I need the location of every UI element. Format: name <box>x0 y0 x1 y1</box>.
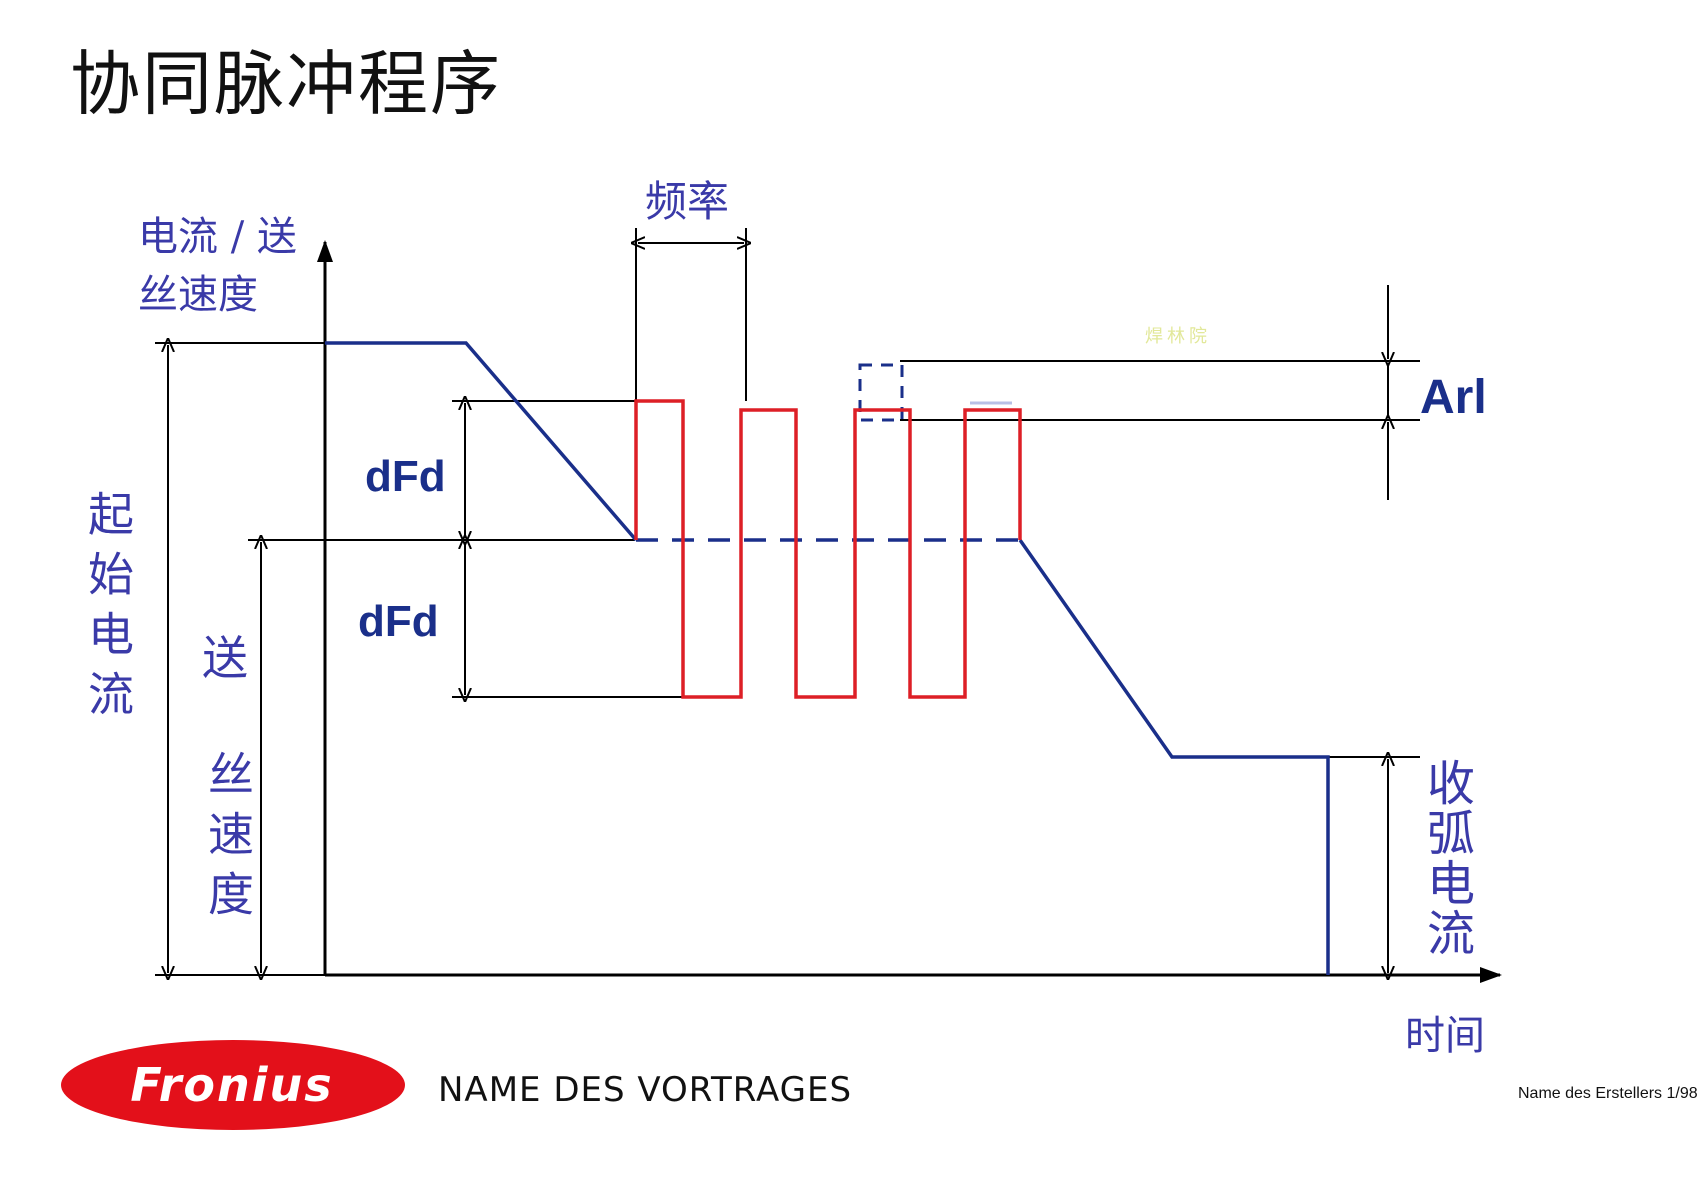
y-axis-label: 电流 / 送 丝速度 <box>138 208 297 324</box>
page-title: 协同脉冲程序 <box>70 43 502 125</box>
y-axis-label-line-1: 电流 / 送 <box>138 214 297 260</box>
fronius-logo: Fronius <box>61 1040 405 1130</box>
end-current-label: 收弧电流 <box>1418 758 1474 958</box>
page-info: Name des Erstellers 1/98 <box>1518 1085 1698 1102</box>
wire-speed-label-b: 丝速度 <box>201 750 255 930</box>
y-axis-label-line-2: 丝速度 <box>138 272 258 318</box>
dfd-lower-label: dFd <box>358 597 439 646</box>
dfd-upper-label: dFd <box>365 452 446 501</box>
time-label: 时间 <box>1405 1013 1485 1059</box>
wire-speed-label-a: 送 <box>202 631 248 685</box>
arl-dashed-box <box>858 363 904 422</box>
frequency-label: 频率 <box>645 177 730 226</box>
pulse-train <box>634 399 1022 699</box>
start-current-label: 起始电流 <box>81 490 135 730</box>
fronius-logo-text: Fronius <box>130 1058 333 1112</box>
arl-label: Arl <box>1420 371 1487 424</box>
end-phase-line <box>1018 538 1330 975</box>
start-phase-line <box>325 341 638 542</box>
watermark: 焊林院 <box>1145 326 1211 347</box>
talk-name: NAME DES VORTRAGES <box>438 1070 853 1110</box>
